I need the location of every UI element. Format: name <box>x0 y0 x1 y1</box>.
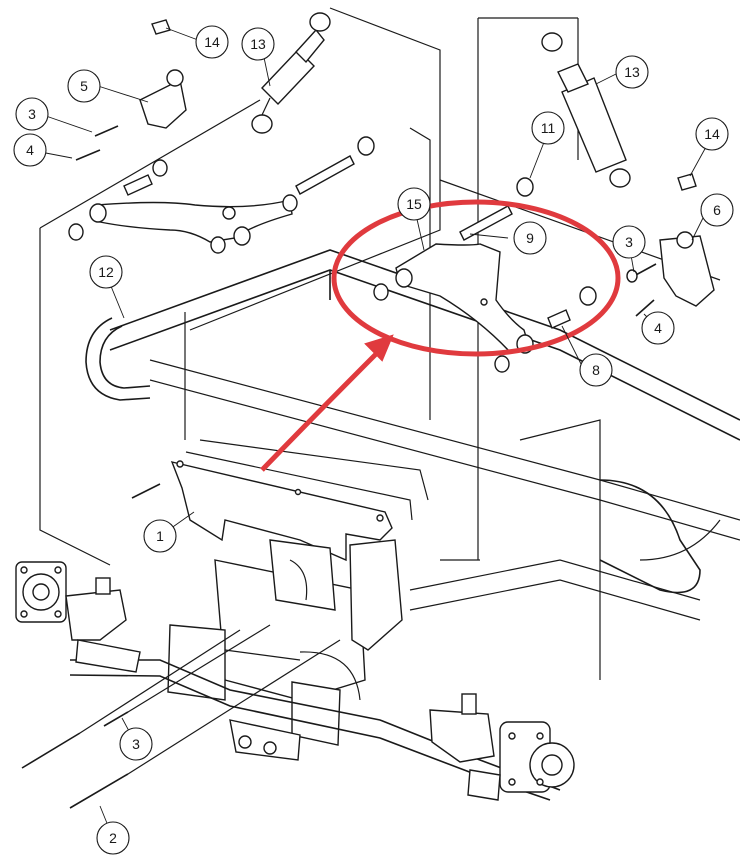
callout-label: 14 <box>204 34 220 50</box>
right-upper-assembly <box>373 17 721 680</box>
callout-label: 9 <box>526 230 534 246</box>
highlight-ring <box>331 199 621 357</box>
highlight-annotation <box>260 199 621 472</box>
callout-label: 1 <box>156 528 164 544</box>
callout-13-right: 13 <box>615 55 649 89</box>
callout-label: 4 <box>654 320 662 336</box>
callout-3-left: 3 <box>15 97 49 131</box>
callout-label: 3 <box>132 736 140 752</box>
callout-label: 11 <box>541 120 556 136</box>
vehicle-frame <box>109 249 740 621</box>
callout-label: 5 <box>80 78 88 94</box>
long-bolts <box>21 483 341 809</box>
highlight-arrow-line <box>260 344 386 472</box>
callout-13-left: 13 <box>241 27 275 61</box>
callout-6: 6 <box>700 193 734 227</box>
callout-8: 8 <box>579 353 613 387</box>
right-spindle-hub <box>429 693 575 801</box>
callout-label: 4 <box>26 142 34 158</box>
callout-1: 1 <box>143 519 177 553</box>
callout-3-lower: 3 <box>119 727 153 761</box>
callout-label: 13 <box>624 64 640 80</box>
callout-5: 5 <box>67 69 101 103</box>
callout-label: 13 <box>250 36 266 52</box>
callout-label: 12 <box>98 264 114 280</box>
callout-9: 9 <box>513 221 547 255</box>
callout-3-right: 3 <box>612 225 646 259</box>
callout-label: 8 <box>592 362 600 378</box>
bumper-bracket <box>85 317 151 401</box>
callouts: 1 2 3 3 3 4 4 5 <box>13 25 734 855</box>
callout-label: 15 <box>406 196 422 212</box>
callout-label: 14 <box>704 126 720 142</box>
callout-2: 2 <box>96 821 130 855</box>
main-bracket-assembly <box>167 539 403 761</box>
highlight-arrow-head <box>364 334 394 362</box>
callout-4-right: 4 <box>641 311 675 345</box>
callout-11: 11 <box>531 111 565 145</box>
callout-label: 3 <box>28 106 36 122</box>
callout-label: 2 <box>109 830 117 846</box>
callout-14-left: 14 <box>195 25 229 59</box>
left-spindle-hub <box>15 561 141 673</box>
callout-15: 15 <box>397 187 431 221</box>
callout-14-right: 14 <box>695 117 729 151</box>
left-upper-assembly <box>39 7 441 566</box>
callout-label: 3 <box>625 234 633 250</box>
callout-4-left: 4 <box>13 133 47 167</box>
callout-label: 6 <box>713 202 721 218</box>
callout-12: 12 <box>89 255 123 289</box>
